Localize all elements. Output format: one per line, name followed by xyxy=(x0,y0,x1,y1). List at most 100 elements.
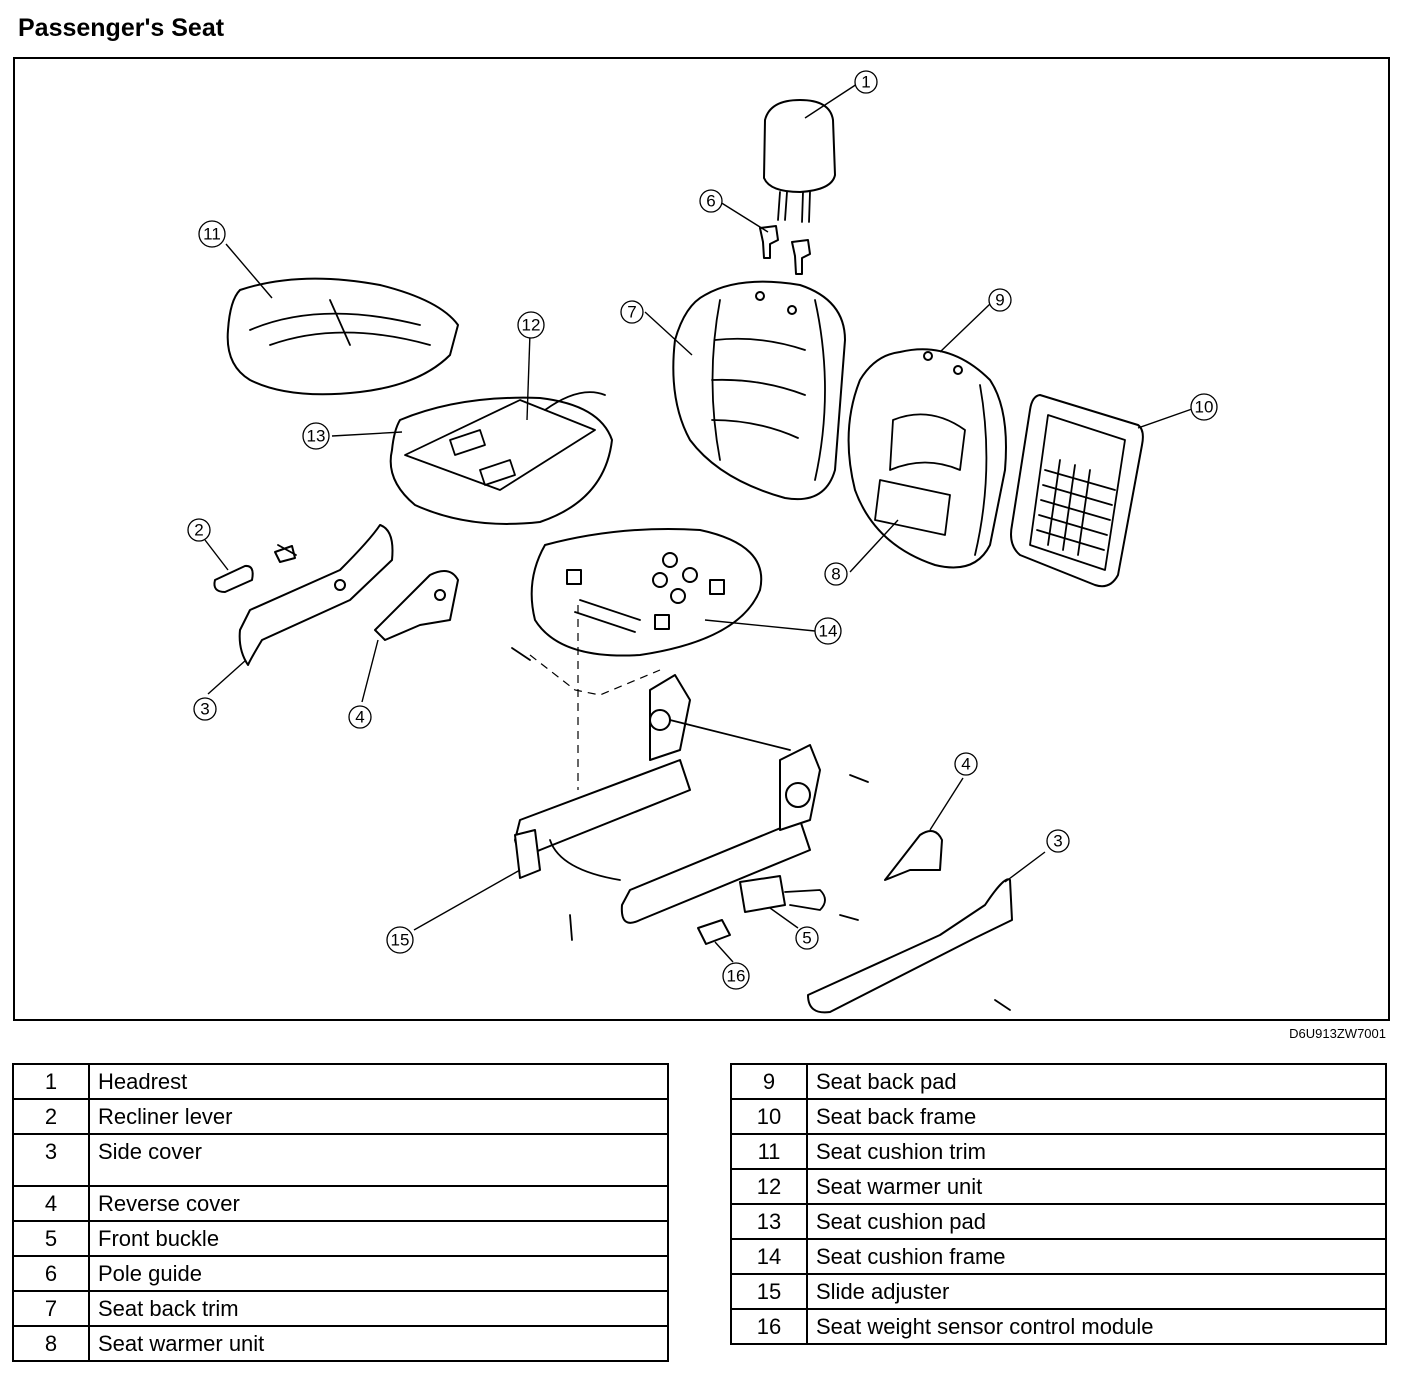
part-name: Seat cushion trim xyxy=(806,1133,1387,1170)
part-name: Recliner lever xyxy=(88,1098,669,1135)
part-name: Seat back frame xyxy=(806,1098,1387,1135)
seat-cushion-frame-drawing xyxy=(530,528,763,657)
part-number: 7 xyxy=(12,1290,90,1327)
part-name: Side cover xyxy=(88,1133,669,1187)
part-number: 12 xyxy=(730,1168,808,1205)
svg-text:14: 14 xyxy=(819,622,838,641)
svg-text:2: 2 xyxy=(194,521,203,540)
reverse-cover-right-drawing xyxy=(884,830,943,881)
callout-9: 9 xyxy=(988,288,1012,312)
callout-7: 7 xyxy=(620,300,644,324)
exploded-seat-diagram: 1 6 7 9 10 8 11 12 13 14 2 3 4 15 5 16 4… xyxy=(187,70,1218,1014)
svg-text:5: 5 xyxy=(802,929,811,948)
svg-text:7: 7 xyxy=(627,303,636,322)
part-number: 14 xyxy=(730,1238,808,1275)
callout-15: 15 xyxy=(386,926,414,954)
pole-guide-drawing xyxy=(759,225,811,275)
svg-text:4: 4 xyxy=(961,755,970,774)
callout-2: 2 xyxy=(187,518,211,542)
seat-back-pad-drawing xyxy=(847,348,1007,569)
part-number: 13 xyxy=(730,1203,808,1240)
svg-text:15: 15 xyxy=(391,931,410,950)
page-title: Passenger's Seat xyxy=(18,14,225,42)
part-number: 3 xyxy=(12,1133,90,1187)
part-number: 11 xyxy=(730,1133,808,1170)
svg-text:12: 12 xyxy=(522,316,541,335)
part-number: 16 xyxy=(730,1308,808,1345)
part-number: 6 xyxy=(12,1255,90,1292)
part-number: 9 xyxy=(730,1063,808,1100)
part-name: Seat back trim xyxy=(88,1290,669,1327)
part-name: Pole guide xyxy=(88,1255,669,1292)
callout-1: 1 xyxy=(854,70,878,94)
reference-code: D6U913ZW7001 xyxy=(1289,1026,1386,1041)
part-number: 1 xyxy=(12,1063,90,1100)
seat-back-frame-drawing xyxy=(1010,394,1144,588)
svg-text:3: 3 xyxy=(1053,832,1062,851)
callout-10: 10 xyxy=(1190,393,1218,421)
side-cover-right-drawing xyxy=(807,878,1013,1014)
svg-text:6: 6 xyxy=(706,192,715,211)
part-name: Seat warmer unit xyxy=(806,1168,1387,1205)
callout-8: 8 xyxy=(824,562,848,586)
callout-11: 11 xyxy=(198,220,226,248)
part-name: Seat cushion pad xyxy=(806,1203,1387,1240)
seat-back-trim-drawing xyxy=(672,280,846,501)
svg-text:8: 8 xyxy=(831,565,840,584)
reverse-cover-left-drawing xyxy=(374,570,459,641)
slide-adjuster-drawing xyxy=(514,674,821,924)
svg-text:10: 10 xyxy=(1195,398,1214,417)
part-number: 8 xyxy=(12,1325,90,1362)
part-number: 4 xyxy=(12,1185,90,1222)
alignment-line xyxy=(529,654,661,696)
callout-5: 5 xyxy=(795,926,819,950)
callout-16: 16 xyxy=(722,962,750,990)
callout-3-right: 3 xyxy=(1046,829,1070,853)
diagram-frame xyxy=(13,57,1390,1021)
callout-4-left: 4 xyxy=(348,705,372,729)
seat-cushion-pad-drawing xyxy=(389,391,613,525)
callout-14: 14 xyxy=(814,617,842,645)
svg-text:16: 16 xyxy=(727,967,746,986)
svg-text:11: 11 xyxy=(203,225,221,244)
part-name: Seat cushion frame xyxy=(806,1238,1387,1275)
seat-cushion-trim-drawing xyxy=(226,277,459,396)
svg-text:1: 1 xyxy=(861,73,870,92)
svg-text:13: 13 xyxy=(307,427,326,446)
leader-lines xyxy=(204,83,1193,963)
part-name: Seat back pad xyxy=(806,1063,1387,1100)
part-number: 2 xyxy=(12,1098,90,1135)
recliner-lever-drawing xyxy=(213,564,254,593)
callout-13: 13 xyxy=(302,422,330,450)
callout-3-left: 3 xyxy=(193,697,217,721)
part-number: 15 xyxy=(730,1273,808,1310)
svg-text:9: 9 xyxy=(995,291,1004,310)
front-buckle-drawing xyxy=(739,875,826,913)
sensor-module-drawing xyxy=(697,919,731,945)
part-name: Seat warmer unit xyxy=(88,1325,669,1362)
part-name: Front buckle xyxy=(88,1220,669,1257)
part-number: 5 xyxy=(12,1220,90,1257)
callout-6: 6 xyxy=(699,189,723,213)
callout-12: 12 xyxy=(517,311,545,339)
svg-text:4: 4 xyxy=(355,708,364,727)
part-name: Slide adjuster xyxy=(806,1273,1387,1310)
callout-4-right: 4 xyxy=(954,752,978,776)
headrest-drawing xyxy=(763,99,836,223)
